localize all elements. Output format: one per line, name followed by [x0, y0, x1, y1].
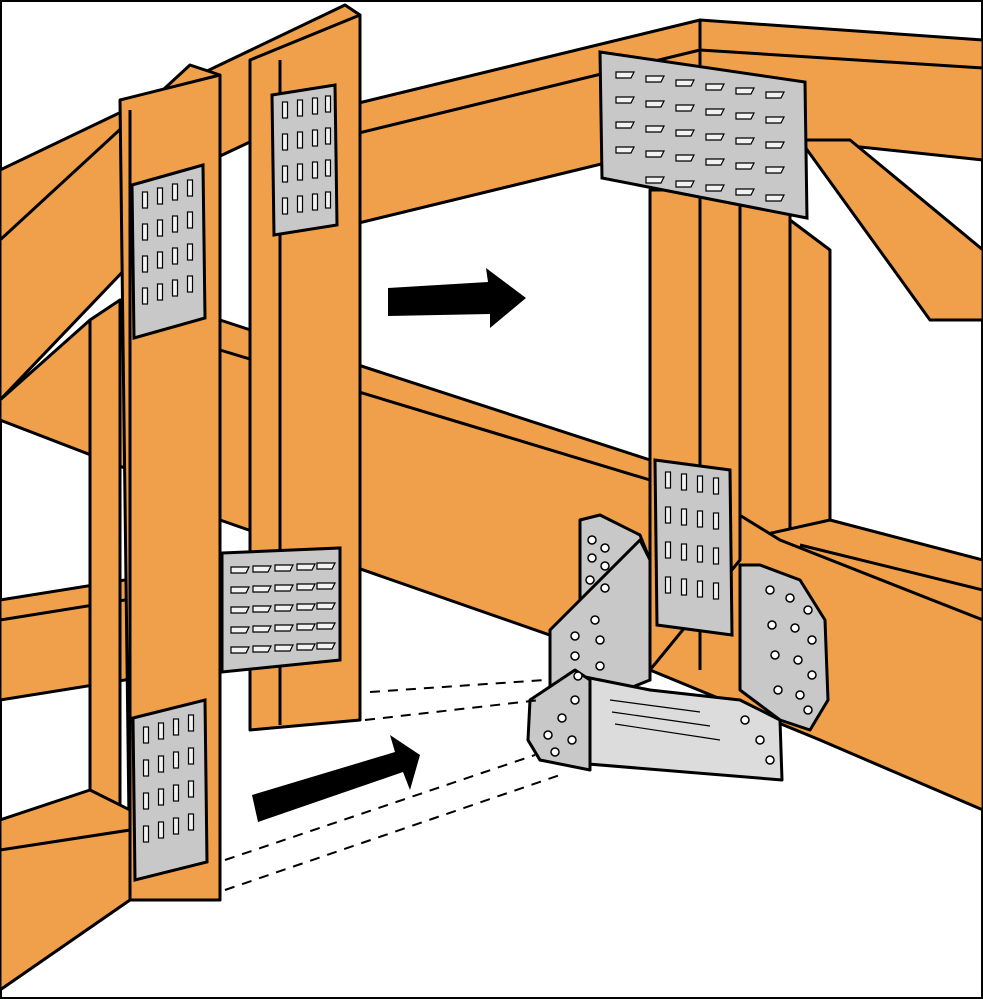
nail-plate-left-upper [130, 163, 207, 340]
nail-plate-right-top [598, 50, 809, 220]
nail-plate-left-lower [131, 698, 209, 882]
right-arrow-icon [388, 268, 526, 328]
nail-plate-center-post [653, 458, 734, 637]
nail-plate-left-middle [220, 546, 342, 674]
angle-bracket [526, 513, 830, 782]
alignment-lines [224, 679, 561, 891]
right-arrow-icon [252, 735, 420, 822]
nail-plate-left-back-upper [270, 83, 339, 237]
